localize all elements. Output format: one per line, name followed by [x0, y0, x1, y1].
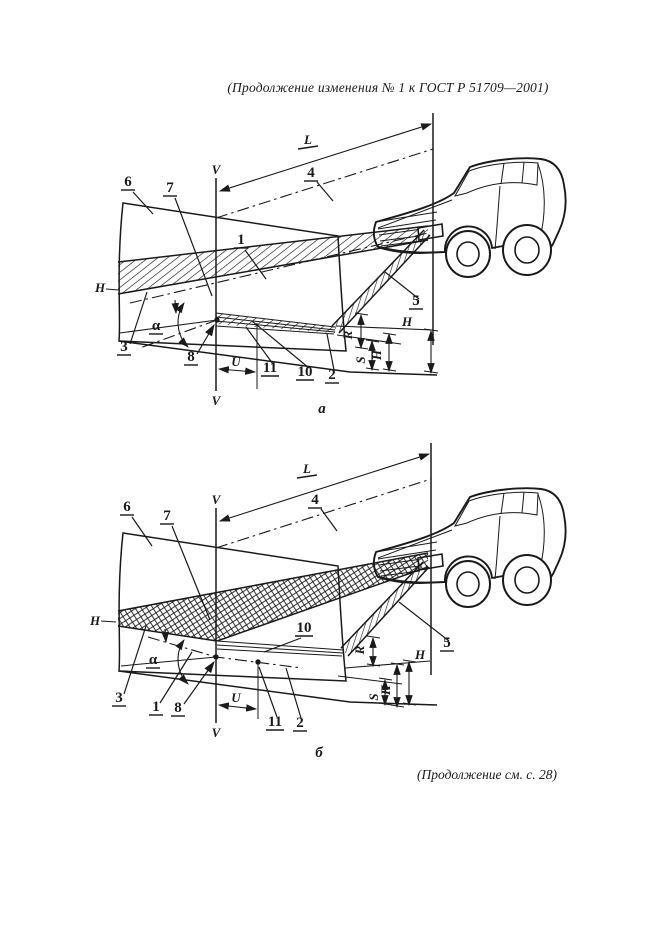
dimension-U: U	[217, 323, 258, 389]
beam-lower	[215, 229, 431, 335]
L-label: L	[302, 461, 311, 476]
caption-a: а	[318, 401, 326, 417]
screen-panel	[118, 202, 347, 352]
H-left-label: H	[94, 280, 106, 295]
v-label-bottom: V	[212, 725, 222, 740]
dimension-U: U	[217, 662, 259, 719]
label-3: 3	[120, 339, 128, 355]
alpha-label: α	[152, 318, 161, 334]
label-6: 6	[124, 174, 132, 190]
L-label: L	[303, 132, 312, 147]
label-10: 10	[297, 620, 312, 636]
height-dimensions: H R S H	[335, 312, 439, 375]
dimension-L: L	[218, 453, 431, 522]
label-8: 8	[174, 700, 182, 716]
beam-upper	[117, 225, 429, 304]
figure-b: V V L 4 6 7 10	[89, 443, 567, 761]
page-header: (Продолжение изменения № 1 к ГОСТ Р 5170…	[227, 80, 549, 95]
caption-b: б	[315, 745, 323, 761]
label-1: 1	[237, 232, 245, 248]
page-footer: (Продолжение см. с. 28)	[417, 767, 557, 782]
dimension-L: L	[218, 123, 433, 192]
angle-alpha: α	[120, 628, 303, 685]
label-5: 5	[443, 635, 451, 651]
label-6: 6	[123, 499, 131, 515]
S-dim-label: S	[366, 693, 381, 700]
label-4: 4	[307, 165, 315, 181]
label-4: 4	[311, 492, 319, 508]
label-5: 5	[412, 293, 420, 309]
v-label-top: V	[212, 162, 222, 177]
label-11: 11	[268, 714, 282, 730]
label-7: 7	[166, 180, 174, 196]
H-line-label: H	[401, 314, 413, 329]
label-2: 2	[328, 367, 336, 383]
label-11: 11	[263, 360, 277, 376]
figure-a: V V L 4 6 7 1	[94, 113, 567, 417]
v-label-top: V	[212, 492, 222, 507]
R-dim-label: R	[340, 330, 355, 340]
label-7: 7	[163, 508, 171, 524]
U-label: U	[231, 690, 241, 705]
height-dimensions: H R S H	[337, 635, 431, 709]
U-label: U	[231, 354, 241, 369]
reference-axis-4: 4	[215, 478, 432, 549]
alpha-label: α	[149, 652, 158, 668]
label-3: 3	[115, 690, 123, 706]
H-dim-label: H	[369, 349, 384, 361]
H-line-label: H	[414, 647, 426, 662]
reference-axis-4: 4	[215, 148, 434, 219]
S-dim-label: S	[353, 356, 368, 363]
v-label-bottom: V	[212, 393, 222, 408]
road-edge	[118, 340, 438, 376]
R-dim-label: R	[352, 645, 367, 655]
beam-lower	[216, 561, 430, 657]
label-10: 10	[298, 364, 313, 380]
label-2: 2	[296, 715, 304, 731]
label-1: 1	[152, 699, 160, 715]
beam-upper	[117, 552, 429, 642]
H-dim-label: H	[378, 684, 393, 696]
label-8: 8	[187, 349, 195, 365]
angle-alpha: α	[119, 299, 220, 349]
H-left-label: H	[89, 613, 101, 628]
